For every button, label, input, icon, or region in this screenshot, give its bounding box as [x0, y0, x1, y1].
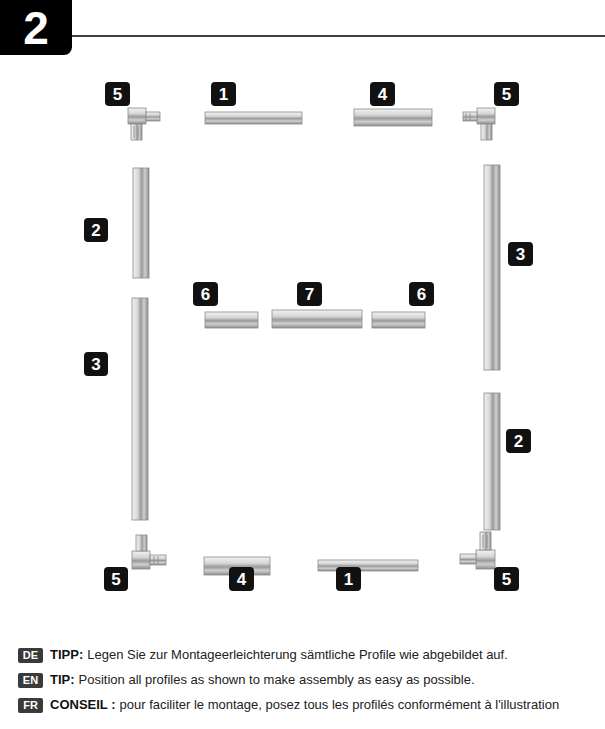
callout-number: 1 — [211, 82, 236, 106]
tip-text: Position all profiles as shown to make a… — [79, 672, 475, 688]
callout-number: 2 — [506, 429, 531, 453]
callout-number: 3 — [508, 242, 533, 266]
callout-number: 2 — [84, 218, 108, 242]
callout-number: 6 — [409, 282, 434, 306]
callout-number: 6 — [193, 282, 218, 306]
callout-number: 5 — [105, 82, 130, 106]
callout-number: 4 — [229, 567, 254, 591]
callout-number: 1 — [336, 567, 361, 591]
callout-number: 5 — [494, 82, 519, 106]
callout-number: 5 — [494, 567, 519, 591]
callout-number: 3 — [84, 352, 108, 376]
step-number: 2 — [0, 0, 72, 55]
tip-heading: CONSEIL : — [50, 697, 116, 713]
tip-heading: TIPP: — [50, 647, 83, 663]
tip-heading: TIP: — [50, 672, 75, 688]
language-tag: FR — [18, 698, 43, 713]
tip-text: Legen Sie zur Montageerleichterung sämtl… — [87, 647, 508, 663]
callout-number: 7 — [297, 282, 322, 306]
callout-number: 5 — [104, 567, 128, 591]
tip-text: pour faciliter le montage, posez tous le… — [120, 697, 560, 713]
language-tag: EN — [18, 673, 43, 688]
language-tag: DE — [18, 648, 43, 663]
callout-number: 4 — [370, 82, 395, 106]
